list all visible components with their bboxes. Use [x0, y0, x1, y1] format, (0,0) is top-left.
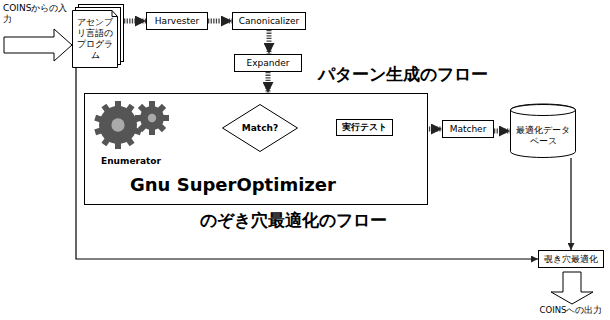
flow-arrow	[266, 72, 271, 93]
node-text: Matcher	[450, 124, 487, 135]
node-text: 覗き穴最適化	[544, 254, 598, 265]
flow-arrow	[494, 129, 510, 134]
process-box: 実行テスト	[336, 119, 393, 136]
node-text: Enumerator	[101, 156, 161, 167]
node-text: Gnu SuperOptimizer	[130, 174, 336, 196]
flow-arrow	[570, 158, 571, 250]
node-text: Match?	[242, 123, 278, 134]
flow-arrow	[76, 68, 538, 259]
process-box: Canonicalizer	[232, 12, 306, 30]
input-arrow	[4, 29, 72, 61]
flow-label: パターン生成のフロー	[318, 64, 488, 84]
database-cylinder: 最適化データベース	[510, 104, 576, 158]
node-text: Expander	[247, 58, 290, 69]
output-arrow	[551, 272, 593, 304]
decision-diamond: Match?	[222, 104, 298, 152]
superoptimizer-group: Gnu SuperOptimizer Enumerator Match? 実行テスト	[84, 93, 428, 205]
program-document: アセンブリ言語のプログラム	[72, 4, 124, 68]
process-box: Matcher	[442, 120, 494, 138]
process-box: Harvester	[146, 12, 208, 30]
flow-label: COINSへの出力	[536, 305, 606, 315]
node-text: アセンブリ言語のプログラム	[75, 17, 115, 60]
flow-label: のぞき穴最適化のフロー	[200, 210, 387, 230]
flow-label: COINSからの入力	[3, 3, 71, 25]
node-text: Harvester	[155, 16, 199, 27]
node-text: Canonicalizer	[239, 16, 300, 27]
process-box: 覗き穴最適化	[538, 250, 604, 268]
flow-arrow	[267, 30, 272, 54]
enumerator-gears: Enumerator	[88, 98, 174, 170]
flow-arrow	[124, 19, 146, 24]
node-text: 最適化データベース	[513, 125, 573, 147]
flow-arrow	[208, 19, 232, 24]
process-box: Expander	[234, 54, 302, 72]
node-text: 実行テスト	[342, 122, 387, 133]
